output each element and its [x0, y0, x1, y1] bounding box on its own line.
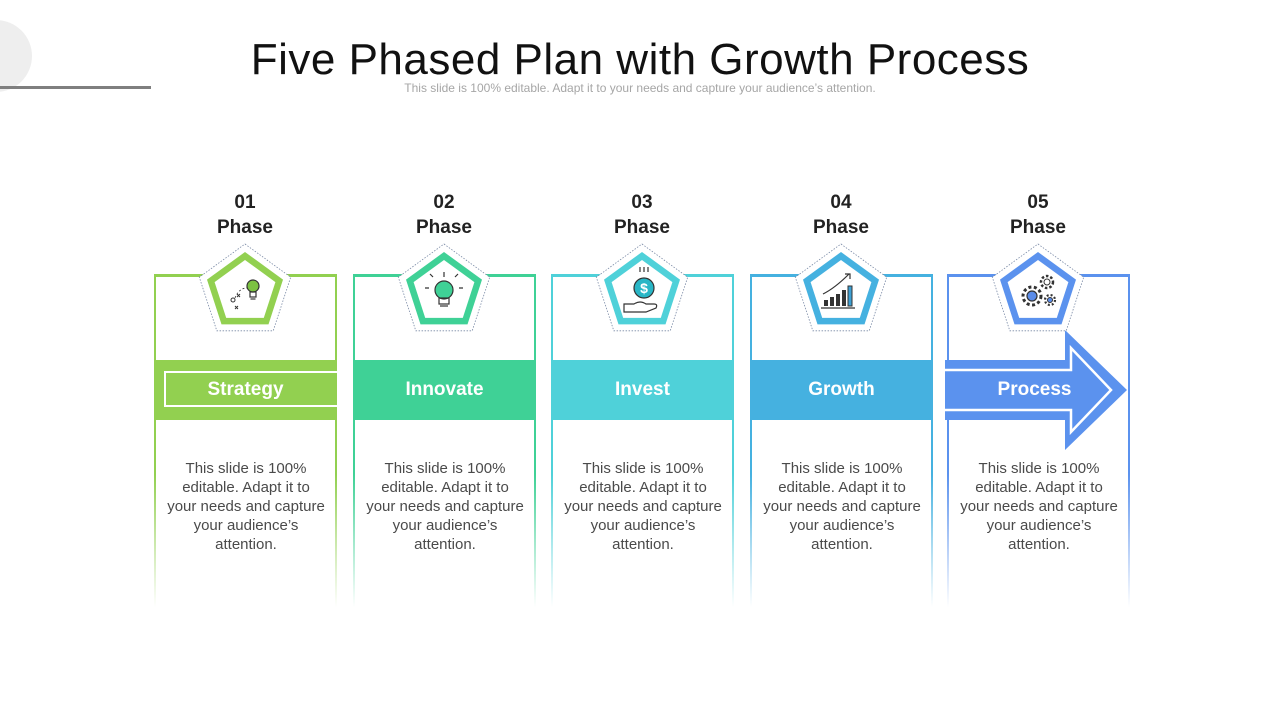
- phase-badge: [198, 243, 292, 332]
- slide-subtitle: This slide is 100% editable. Adapt it to…: [404, 81, 876, 95]
- phase-band: Innovate: [353, 360, 536, 420]
- phase-heading: 03 Phase: [549, 190, 735, 240]
- phase-word: Phase: [416, 217, 472, 238]
- phase-number: 05: [1027, 192, 1049, 213]
- svg-text:$: $: [640, 280, 648, 296]
- phase-card: [551, 274, 734, 614]
- strategy-bulb-icon: [230, 279, 260, 310]
- phase-label: Process: [997, 379, 1072, 400]
- phase-description: This slide is 100% editable. Adapt it to…: [960, 460, 1118, 553]
- phase-label: Strategy: [207, 379, 284, 400]
- phase-number: 04: [830, 192, 852, 213]
- phase-description: This slide is 100% editable. Adapt it to…: [564, 460, 722, 553]
- phase-band: Strategy: [154, 360, 337, 420]
- phase-label: Invest: [615, 379, 670, 400]
- phase-description: This slide is 100% editable. Adapt it to…: [763, 460, 921, 553]
- phase-card: [154, 274, 337, 614]
- phase-word: Phase: [813, 217, 869, 238]
- money-hand-icon: $: [623, 267, 658, 313]
- phase-description: This slide is 100% editable. Adapt it to…: [366, 460, 524, 553]
- phase-description: This slide is 100% editable. Adapt it to…: [167, 460, 325, 553]
- phase-label: Innovate: [405, 379, 484, 400]
- growth-chart-icon: [821, 273, 855, 309]
- phase-number: 03: [631, 192, 653, 213]
- phase-heading: 01 Phase: [152, 190, 338, 240]
- phase-label: Growth: [808, 379, 875, 400]
- gears-icon: [1021, 274, 1057, 307]
- phase-card: [750, 274, 933, 614]
- phase-heading: 05 Phase: [945, 190, 1131, 240]
- phase-band: Growth: [750, 360, 933, 420]
- phase-badge: $: [595, 243, 689, 332]
- lightbulb-icon: [425, 272, 463, 307]
- phase-word: Phase: [614, 217, 670, 238]
- slide-title: Five Phased Plan with Growth Process: [250, 35, 1030, 84]
- phase-band: Invest: [551, 360, 734, 420]
- phase-heading: 04 Phase: [748, 190, 934, 240]
- band-outline: [164, 371, 337, 407]
- phase-word: Phase: [1010, 217, 1066, 238]
- phase-badge: [991, 243, 1085, 332]
- phase-word: Phase: [217, 217, 273, 238]
- process-arrow: [945, 330, 1127, 450]
- phase-number: 02: [433, 192, 455, 213]
- corner-decoration-line: [0, 86, 151, 89]
- phase-heading: 02 Phase: [351, 190, 537, 240]
- phase-badge: [397, 243, 491, 332]
- phase-number: 01: [234, 192, 256, 213]
- phase-badge: [794, 243, 888, 332]
